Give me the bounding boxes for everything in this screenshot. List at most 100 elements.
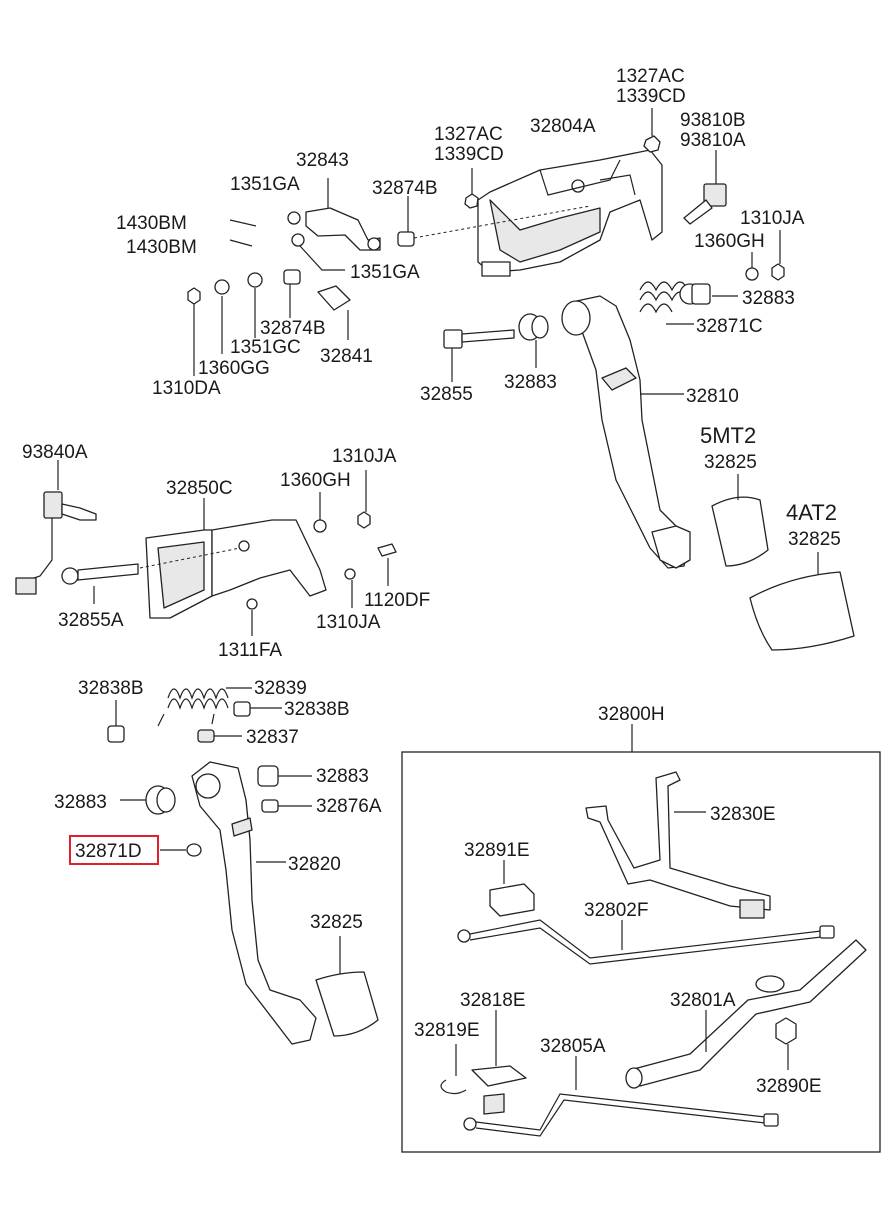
label-32838B[interactable]: 32838B [284, 699, 350, 720]
label-1310JA[interactable]: 1310JA [332, 446, 397, 467]
nut-1310JA-c [344, 568, 356, 608]
nut-1327AC-mid [464, 168, 479, 209]
label-32883[interactable]: 32883 [504, 372, 557, 393]
bracket-32891E [489, 860, 535, 917]
label-1351GA[interactable]: 1351GA [350, 262, 420, 283]
label-32855[interactable]: 32855 [420, 384, 473, 405]
label-32839[interactable]: 32839 [254, 678, 307, 699]
label-32883[interactable]: 32883 [742, 288, 795, 309]
label-32850C[interactable]: 32850C [166, 478, 233, 499]
label-32825[interactable]: 32825 [704, 452, 757, 473]
rod-32802F [457, 919, 835, 965]
label-1430BM[interactable]: 1430BM [116, 213, 187, 234]
rod-32805A [463, 1056, 779, 1137]
bolt-32855A [61, 547, 241, 604]
nut-1311FA [246, 598, 258, 636]
clip-32818E [471, 1010, 527, 1115]
label-1360GG[interactable]: 1360GG [198, 358, 270, 379]
springs-32839 [157, 687, 252, 727]
label-4AT2[interactable]: 4AT2 [786, 500, 837, 525]
label-1120DF[interactable]: 1120DF [364, 590, 430, 611]
label-32841[interactable]: 32841 [320, 346, 373, 367]
label-5MT2[interactable]: 5MT2 [700, 423, 756, 448]
label-32871D[interactable]: 32871D [75, 841, 142, 862]
label-1360GH[interactable]: 1360GH [694, 231, 765, 252]
label-93840A[interactable]: 93840A [22, 442, 88, 463]
highlight-box-32871D [69, 835, 159, 865]
label-1327AC[interactable]: 1327AC [616, 66, 685, 87]
lever-32843 [305, 178, 381, 251]
label-32825[interactable]: 32825 [788, 529, 841, 550]
label-32876A[interactable]: 32876A [316, 796, 382, 817]
nut-1327AC-top [643, 108, 661, 153]
label-1310JA[interactable]: 1310JA [740, 208, 805, 229]
label-1430BM[interactable]: 1430BM [126, 237, 197, 258]
clip-32819E [440, 1044, 467, 1095]
label-93810A[interactable]: 93810A [680, 130, 746, 151]
label-32838B[interactable]: 32838B [78, 678, 144, 699]
connector-93840A [15, 460, 97, 595]
label-32890E[interactable]: 32890E [756, 1076, 822, 1097]
pedal-bracket-32804A [477, 149, 663, 277]
label-32837[interactable]: 32837 [246, 727, 299, 748]
label-1360GH[interactable]: 1360GH [280, 470, 351, 491]
switch-93810 [683, 150, 727, 225]
shaft-32801A [625, 939, 867, 1089]
nut-32890E [775, 1017, 797, 1070]
bushing-32883-d [257, 765, 312, 787]
pins-1430BM [229, 219, 257, 247]
small-parts-1310DA [187, 269, 351, 376]
label-1327AC[interactable]: 1327AC [434, 124, 503, 145]
label-32830E[interactable]: 32830E [710, 804, 776, 825]
bushing-32874B-top [397, 196, 591, 247]
bracket-32830E [585, 771, 771, 919]
label-32855A[interactable]: 32855A [58, 610, 124, 631]
pad-32825-5MT2 [711, 474, 769, 567]
label-1339CD[interactable]: 1339CD [434, 144, 504, 165]
nuts-1310JA-1360GH [745, 230, 785, 281]
label-32874B[interactable]: 32874B [260, 318, 326, 339]
stopper-32876A [261, 799, 312, 813]
bushing-32883-a [679, 283, 738, 305]
label-32891E[interactable]: 32891E [464, 840, 530, 861]
pad-32825-c [315, 936, 379, 1037]
bushing-32883-c [120, 785, 176, 815]
label-32820[interactable]: 32820 [288, 854, 341, 875]
washer-1351GA [287, 211, 345, 271]
bushing-32871D [160, 843, 202, 857]
nuts-1310JA-b [313, 470, 371, 533]
clutch-pedal-32820 [191, 761, 317, 1045]
label-32800H[interactable]: 32800H [598, 704, 665, 725]
label-32819E[interactable]: 32819E [414, 1020, 480, 1041]
label-32874B[interactable]: 32874B [372, 178, 438, 199]
label-32818E[interactable]: 32818E [460, 990, 526, 1011]
label-32883[interactable]: 32883 [316, 766, 369, 787]
label-1351GA[interactable]: 1351GA [230, 174, 300, 195]
label-32805A[interactable]: 32805A [540, 1036, 606, 1057]
bushing-32838B [107, 700, 282, 743]
spacer-32837 [197, 729, 242, 743]
bushing-32883-b [518, 313, 549, 368]
brake-pedal-32810 [561, 295, 691, 569]
assembly-box-32800H [401, 724, 881, 1153]
label-1311FA[interactable]: 1311FA [218, 640, 282, 661]
label-32810[interactable]: 32810 [686, 386, 739, 407]
label-93810B[interactable]: 93810B [680, 110, 746, 131]
label-32825[interactable]: 32825 [310, 912, 363, 933]
label-1351GC[interactable]: 1351GC [230, 337, 301, 358]
bolt-32855 [443, 329, 515, 382]
label-32883[interactable]: 32883 [54, 792, 107, 813]
label-32802F[interactable]: 32802F [584, 900, 648, 921]
label-32843[interactable]: 32843 [296, 150, 349, 171]
label-32804A[interactable]: 32804A [530, 116, 596, 137]
label-1339CD[interactable]: 1339CD [616, 86, 686, 107]
label-1310DA[interactable]: 1310DA [152, 378, 221, 399]
bolt-1120DF [377, 543, 397, 586]
label-1310JA[interactable]: 1310JA [316, 612, 381, 633]
label-32801A[interactable]: 32801A [670, 990, 736, 1011]
pad-32825-4AT2 [749, 552, 855, 651]
part-labels: 1327AC 1339CD 93810B 93810A 1327AC 1339C… [22, 66, 841, 1097]
bracket-32850C [145, 498, 327, 619]
label-32871C[interactable]: 32871C [696, 316, 763, 337]
